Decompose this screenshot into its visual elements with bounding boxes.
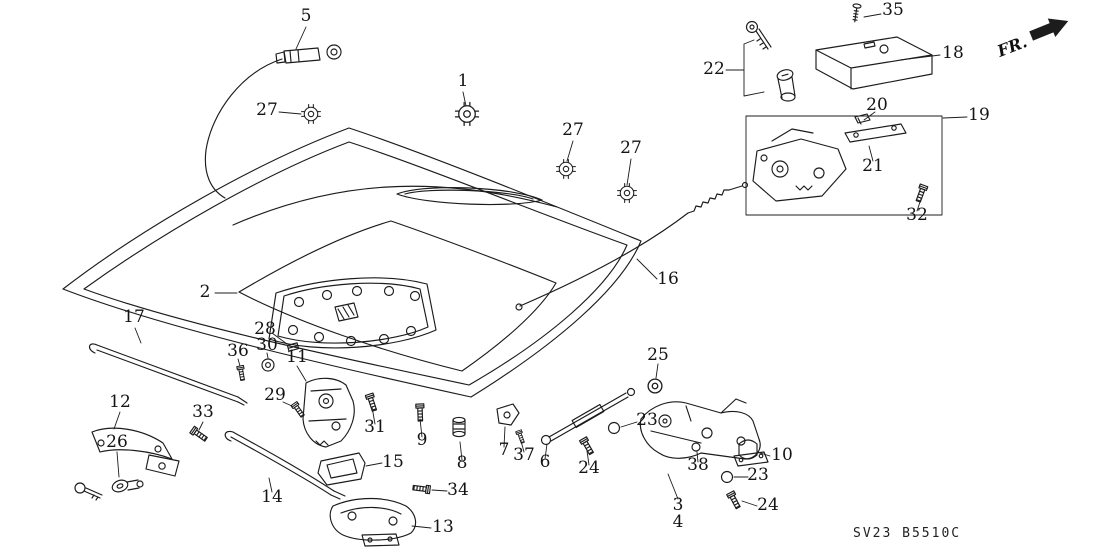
clip-27c bbox=[617, 183, 637, 203]
key-cylinder-26 bbox=[74, 479, 144, 501]
bolt-37 bbox=[515, 429, 527, 445]
center-hardware bbox=[364, 378, 663, 457]
part-label-7: 7 bbox=[499, 440, 510, 460]
part-label-27c: 27 bbox=[620, 138, 642, 158]
part-label-33: 33 bbox=[192, 402, 214, 422]
key-cylinder-set bbox=[745, 20, 796, 102]
part-labels: 5 35 22 18 1 27 27 27 20 19 21 32 16 2 1… bbox=[106, 0, 990, 537]
part-label-24a: 24 bbox=[578, 458, 600, 478]
bracket-15 bbox=[317, 452, 366, 486]
part-label-29: 29 bbox=[264, 385, 286, 405]
part-label-32: 32 bbox=[906, 205, 928, 225]
torsion-bar-lower bbox=[224, 430, 346, 500]
part-label-27b: 27 bbox=[562, 120, 584, 140]
striker-10 bbox=[733, 439, 769, 467]
bracket-7 bbox=[496, 403, 520, 426]
part-label-22: 22 bbox=[703, 59, 725, 79]
opener-cable-front bbox=[204, 44, 342, 199]
oring-23a bbox=[607, 421, 621, 435]
leader-lines bbox=[113, 13, 968, 529]
hinge-13 bbox=[329, 498, 417, 547]
fr-label: FR. bbox=[994, 32, 1030, 61]
part-label-30: 30 bbox=[256, 335, 278, 355]
ring-38 bbox=[691, 442, 701, 452]
part-label-8: 8 bbox=[457, 453, 468, 473]
bolt-9 bbox=[415, 403, 425, 422]
bolt-33 bbox=[189, 425, 209, 444]
latch-bracket-group bbox=[745, 113, 943, 216]
part-label-21: 21 bbox=[862, 156, 884, 176]
part-label-13: 13 bbox=[432, 517, 454, 537]
right-latch-group bbox=[639, 398, 769, 511]
bottom-hinge-group bbox=[317, 452, 432, 547]
part-label-9: 9 bbox=[417, 430, 428, 450]
part-label-3: 3 bbox=[673, 495, 684, 515]
clip-27a bbox=[301, 104, 321, 124]
grommet-8 bbox=[452, 416, 466, 438]
part-label-23b: 23 bbox=[747, 465, 769, 485]
trunk-lid-drawing bbox=[62, 127, 642, 398]
part-label-24b: 24 bbox=[757, 495, 779, 515]
lock-cover bbox=[815, 2, 933, 90]
drawing-code: SV23 B5510C bbox=[853, 526, 961, 541]
bolt-24b bbox=[726, 490, 743, 511]
license-recess bbox=[268, 277, 437, 349]
bolt-36 bbox=[236, 364, 247, 382]
screw-35 bbox=[850, 2, 862, 23]
part-label-6: 6 bbox=[540, 452, 551, 472]
part-label-5: 5 bbox=[301, 6, 312, 26]
part-label-4: 4 bbox=[673, 512, 684, 532]
clip-1 bbox=[454, 101, 480, 127]
part-label-37: 37 bbox=[513, 445, 535, 465]
bracket-20 bbox=[854, 113, 871, 125]
garnish-outline bbox=[396, 187, 543, 206]
fr-arrow-icon bbox=[1029, 18, 1069, 41]
part-label-31: 31 bbox=[364, 417, 386, 437]
latch-plate bbox=[752, 138, 847, 202]
fr-direction: FR. bbox=[994, 18, 1069, 61]
emblem bbox=[334, 302, 359, 322]
spring-rod-6 bbox=[540, 387, 636, 446]
bracket-21 bbox=[844, 123, 907, 143]
bolt-31 bbox=[364, 392, 379, 413]
part-label-15: 15 bbox=[382, 452, 404, 472]
part-label-35: 35 bbox=[882, 0, 904, 20]
part-label-1: 1 bbox=[458, 71, 469, 91]
part-label-27a: 27 bbox=[256, 100, 278, 120]
part-label-12: 12 bbox=[109, 392, 131, 412]
part-label-14: 14 bbox=[261, 487, 283, 507]
opener-cable-rear bbox=[515, 181, 749, 311]
bolt-34 bbox=[412, 483, 432, 495]
left-hinge bbox=[74, 425, 209, 501]
grommet-25 bbox=[647, 378, 663, 394]
part-label-18: 18 bbox=[942, 43, 964, 63]
grommet-30 bbox=[261, 358, 275, 372]
part-label-10: 10 bbox=[771, 445, 793, 465]
part-label-23a: 23 bbox=[636, 410, 658, 430]
part-label-34: 34 bbox=[447, 480, 469, 500]
clip-28 bbox=[286, 342, 300, 352]
part-label-19: 19 bbox=[968, 105, 990, 125]
part-label-36: 36 bbox=[227, 341, 249, 361]
part-label-16: 16 bbox=[657, 269, 679, 289]
part-label-20: 20 bbox=[866, 95, 888, 115]
oring-23b bbox=[720, 470, 734, 484]
part-label-26: 26 bbox=[106, 432, 128, 452]
part-label-17: 17 bbox=[123, 307, 145, 327]
clip-27b bbox=[556, 159, 576, 179]
part-label-38: 38 bbox=[687, 455, 709, 475]
part-label-2: 2 bbox=[200, 282, 211, 302]
torsion-bar-upper bbox=[88, 343, 248, 406]
part-label-28: 28 bbox=[254, 319, 276, 339]
part-label-25: 25 bbox=[647, 345, 669, 365]
left-latch-group bbox=[236, 342, 355, 448]
part-label-11: 11 bbox=[286, 347, 308, 367]
